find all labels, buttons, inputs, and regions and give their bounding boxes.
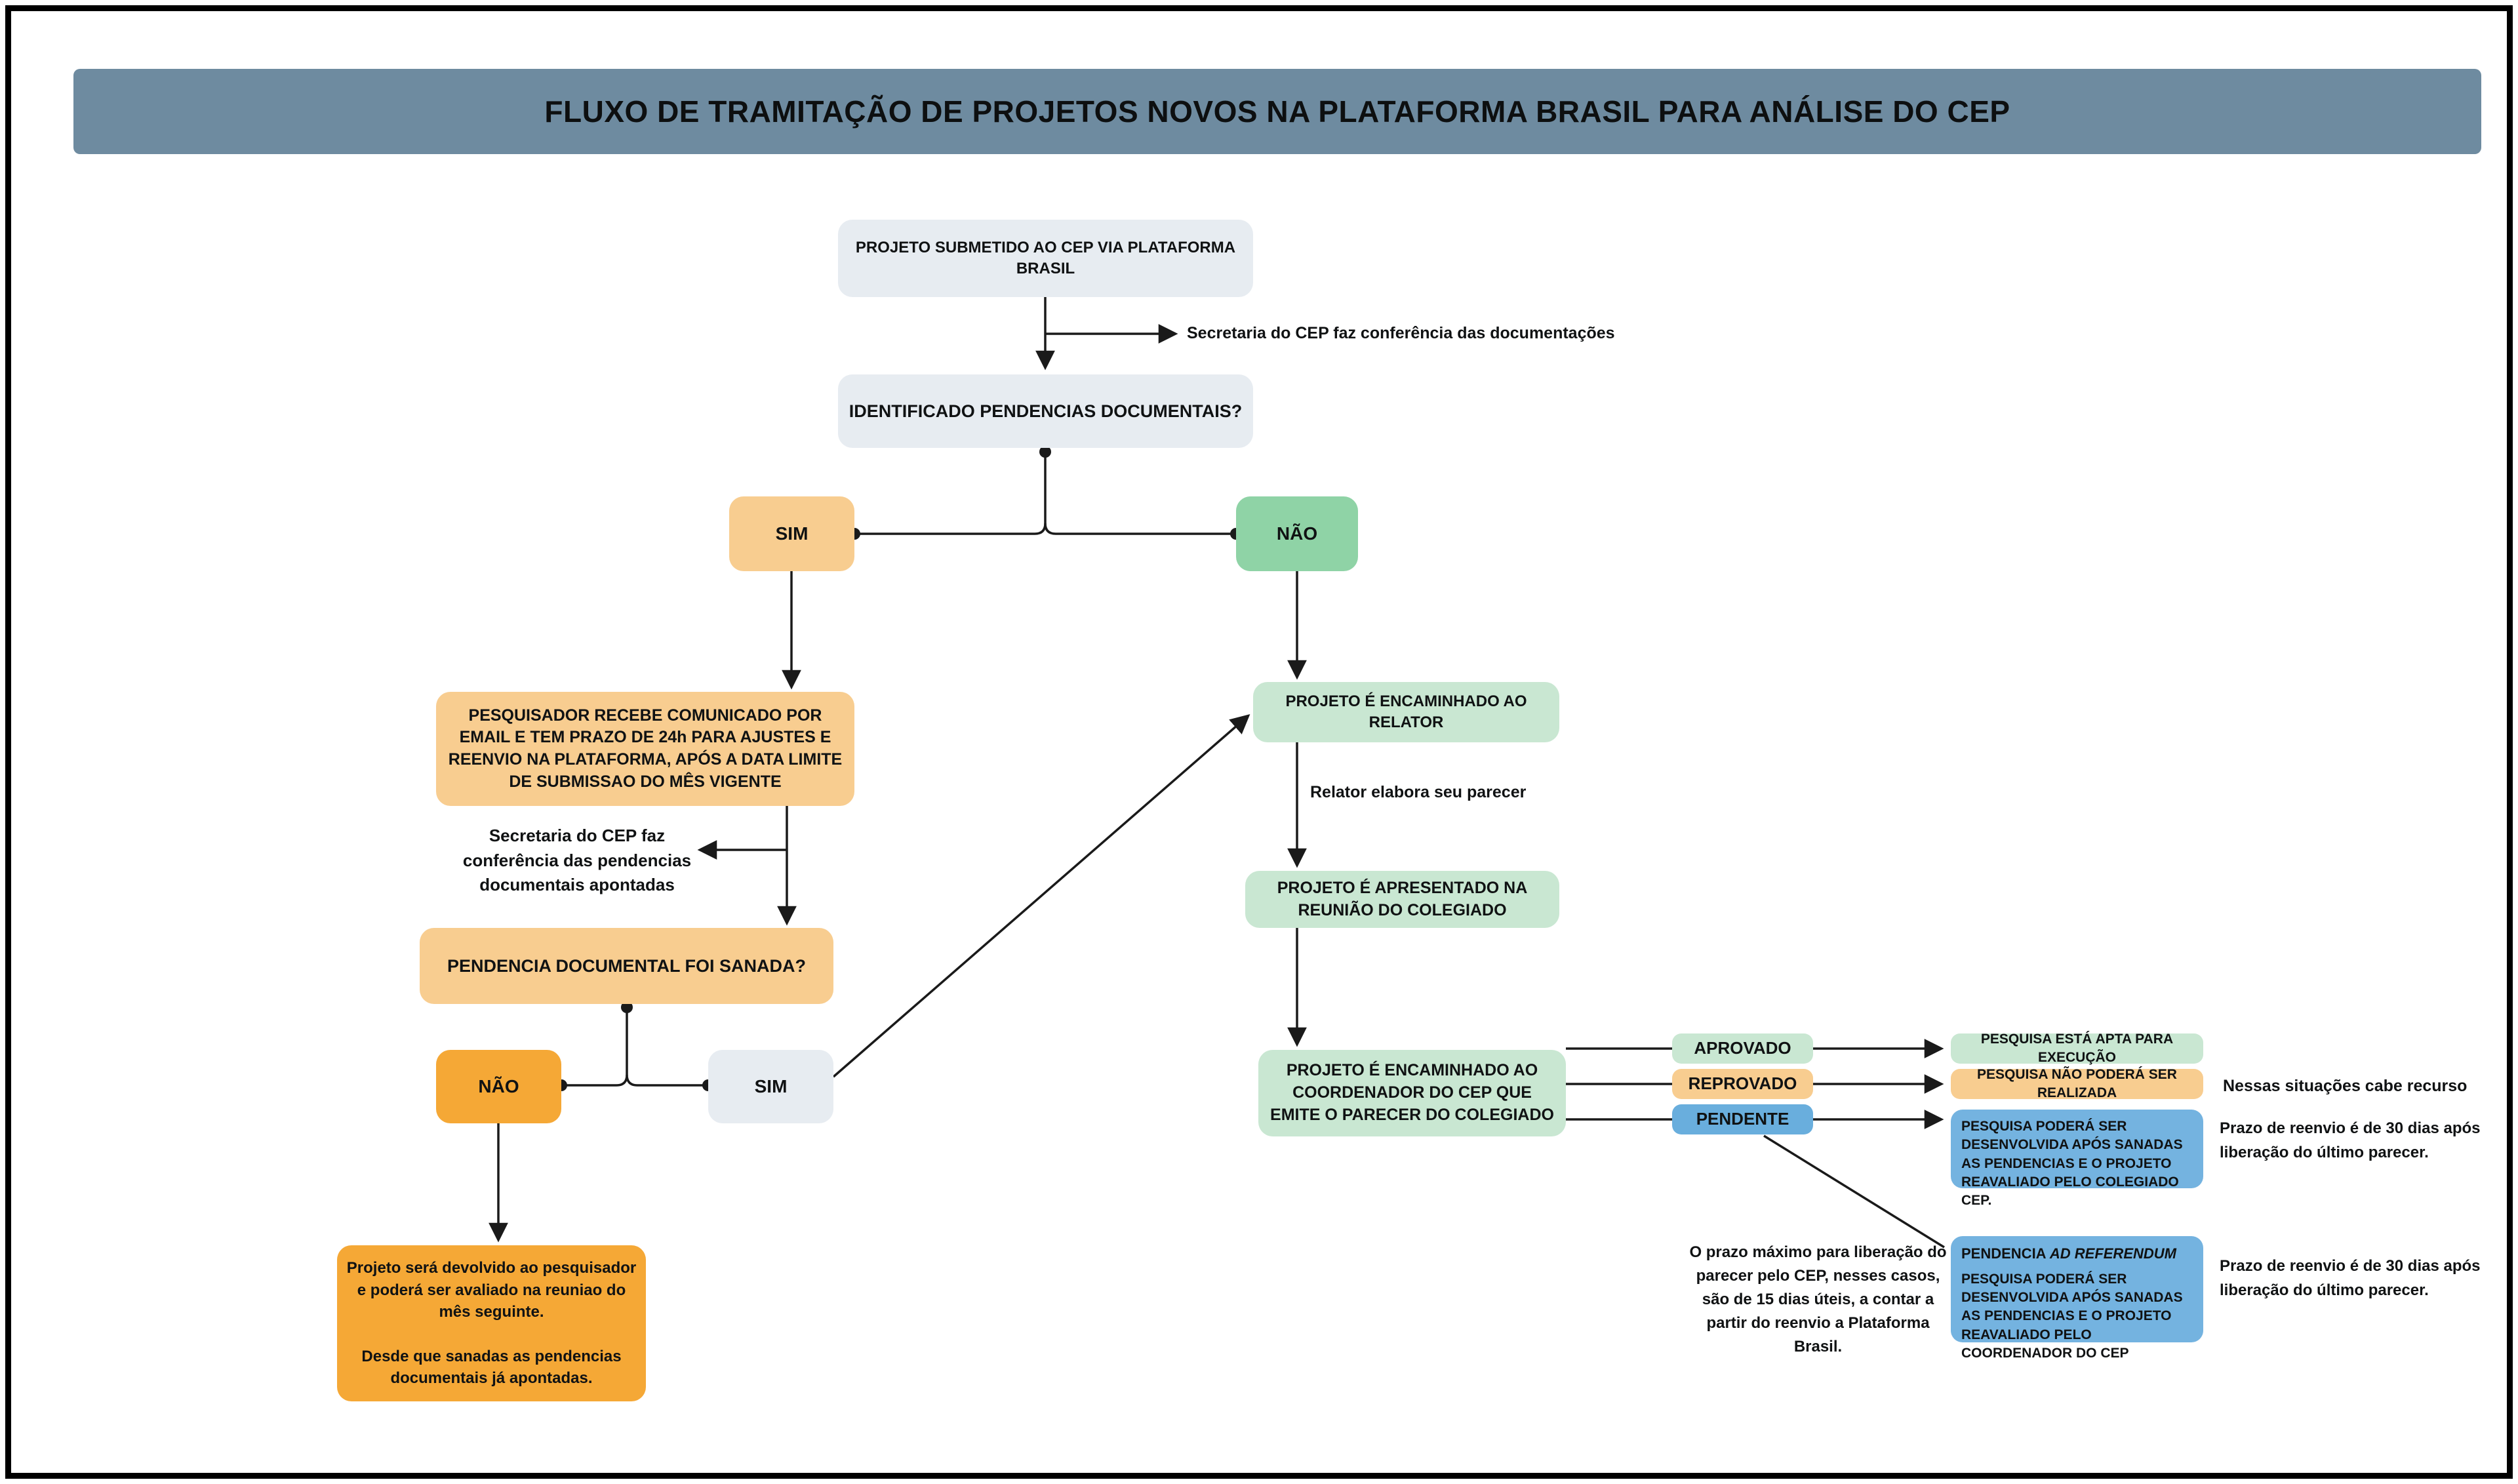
node-pendencia-sanada: PENDENCIA DOCUMENTAL FOI SANADA? <box>420 928 833 1004</box>
ad-referendum-prefix: PENDENCIA <box>1961 1245 2050 1262</box>
title-bar: FLUXO DE TRAMITAÇÃO DE PROJETOS NOVOS NA… <box>73 69 2481 154</box>
note-prazo-30-colegiado: Prazo de reenvio é de 30 dias após liber… <box>2220 1119 2481 1162</box>
node-sim-top: SIM <box>729 496 854 571</box>
node-nao-bottom: NÃO <box>436 1050 561 1123</box>
note-prazo-30-coordenador: Prazo de reenvio é de 30 dias após liber… <box>2220 1257 2481 1300</box>
node-sim-bottom: SIM <box>708 1050 833 1123</box>
node-nao-top: NÃO <box>1236 496 1358 571</box>
node-aprovado: APROVADO <box>1672 1033 1813 1064</box>
node-pesquisa-apta: PESQUISA ESTÁ APTA PARA EXECUÇÃO <box>1951 1032 2203 1065</box>
ad-referendum-italic: AD REFERENDUM <box>2049 1245 2176 1262</box>
note-conferencia-documentacoes: Secretaria do CEP faz conferência das do… <box>1187 324 1615 342</box>
ad-referendum-heading: PENDENCIA AD REFERENDUM <box>1961 1244 2176 1264</box>
note-prazo-15-dias: O prazo máximo para liberação do parecer… <box>1689 1243 1947 1355</box>
node-projeto-devolvido: Projeto será devolvido ao pesquisador e … <box>337 1245 646 1401</box>
node-projeto-submetido: PROJETO SUBMETIDO AO CEP VIA PLATAFORMA … <box>838 220 1253 297</box>
node-identificado-pendencias: IDENTIFICADO PENDENCIAS DOCUMENTAIS? <box>838 374 1253 448</box>
node-encaminhado-coordenador: PROJETO É ENCAMINHADO AO COORDENADOR DO … <box>1258 1050 1566 1136</box>
node-pesquisador-comunicado: PESQUISADOR RECEBE COMUNICADO POR EMAIL … <box>436 692 854 806</box>
note-relator-parecer: Relator elabora seu parecer <box>1310 783 1527 801</box>
node-pesquisa-nao-realizada: PESQUISA NÃO PODERÁ SER REALIZADA <box>1951 1067 2203 1100</box>
node-reprovado: REPROVADO <box>1672 1069 1813 1099</box>
ad-referendum-body: PESQUISA PODERÁ SER DESENVOLVIDA APÓS SA… <box>1961 1271 2183 1361</box>
node-desenvolvida-colegiado: PESQUISA PODERÁ SER DESENVOLVIDA APÓS SA… <box>1951 1110 2203 1208</box>
page-title: FLUXO DE TRAMITAÇÃO DE PROJETOS NOVOS NA… <box>544 94 2010 129</box>
node-apresentado-reuniao: PROJETO É APRESENTADO NA REUNIÃO DO COLE… <box>1245 871 1559 928</box>
node-pendente: PENDENTE <box>1672 1104 1813 1134</box>
note-cabe-recurso: Nessas situações cabe recurso <box>2223 1077 2468 1095</box>
node-encaminhado-relator: PROJETO É ENCAMINHADO AO RELATOR <box>1253 682 1559 742</box>
note-conferencia-pendencias: Secretaria do CEP faz conferência das pe… <box>462 826 692 895</box>
node-pendencia-ad-referendum: PENDENCIA AD REFERENDUM PESQUISA PODERÁ … <box>1951 1236 2203 1361</box>
